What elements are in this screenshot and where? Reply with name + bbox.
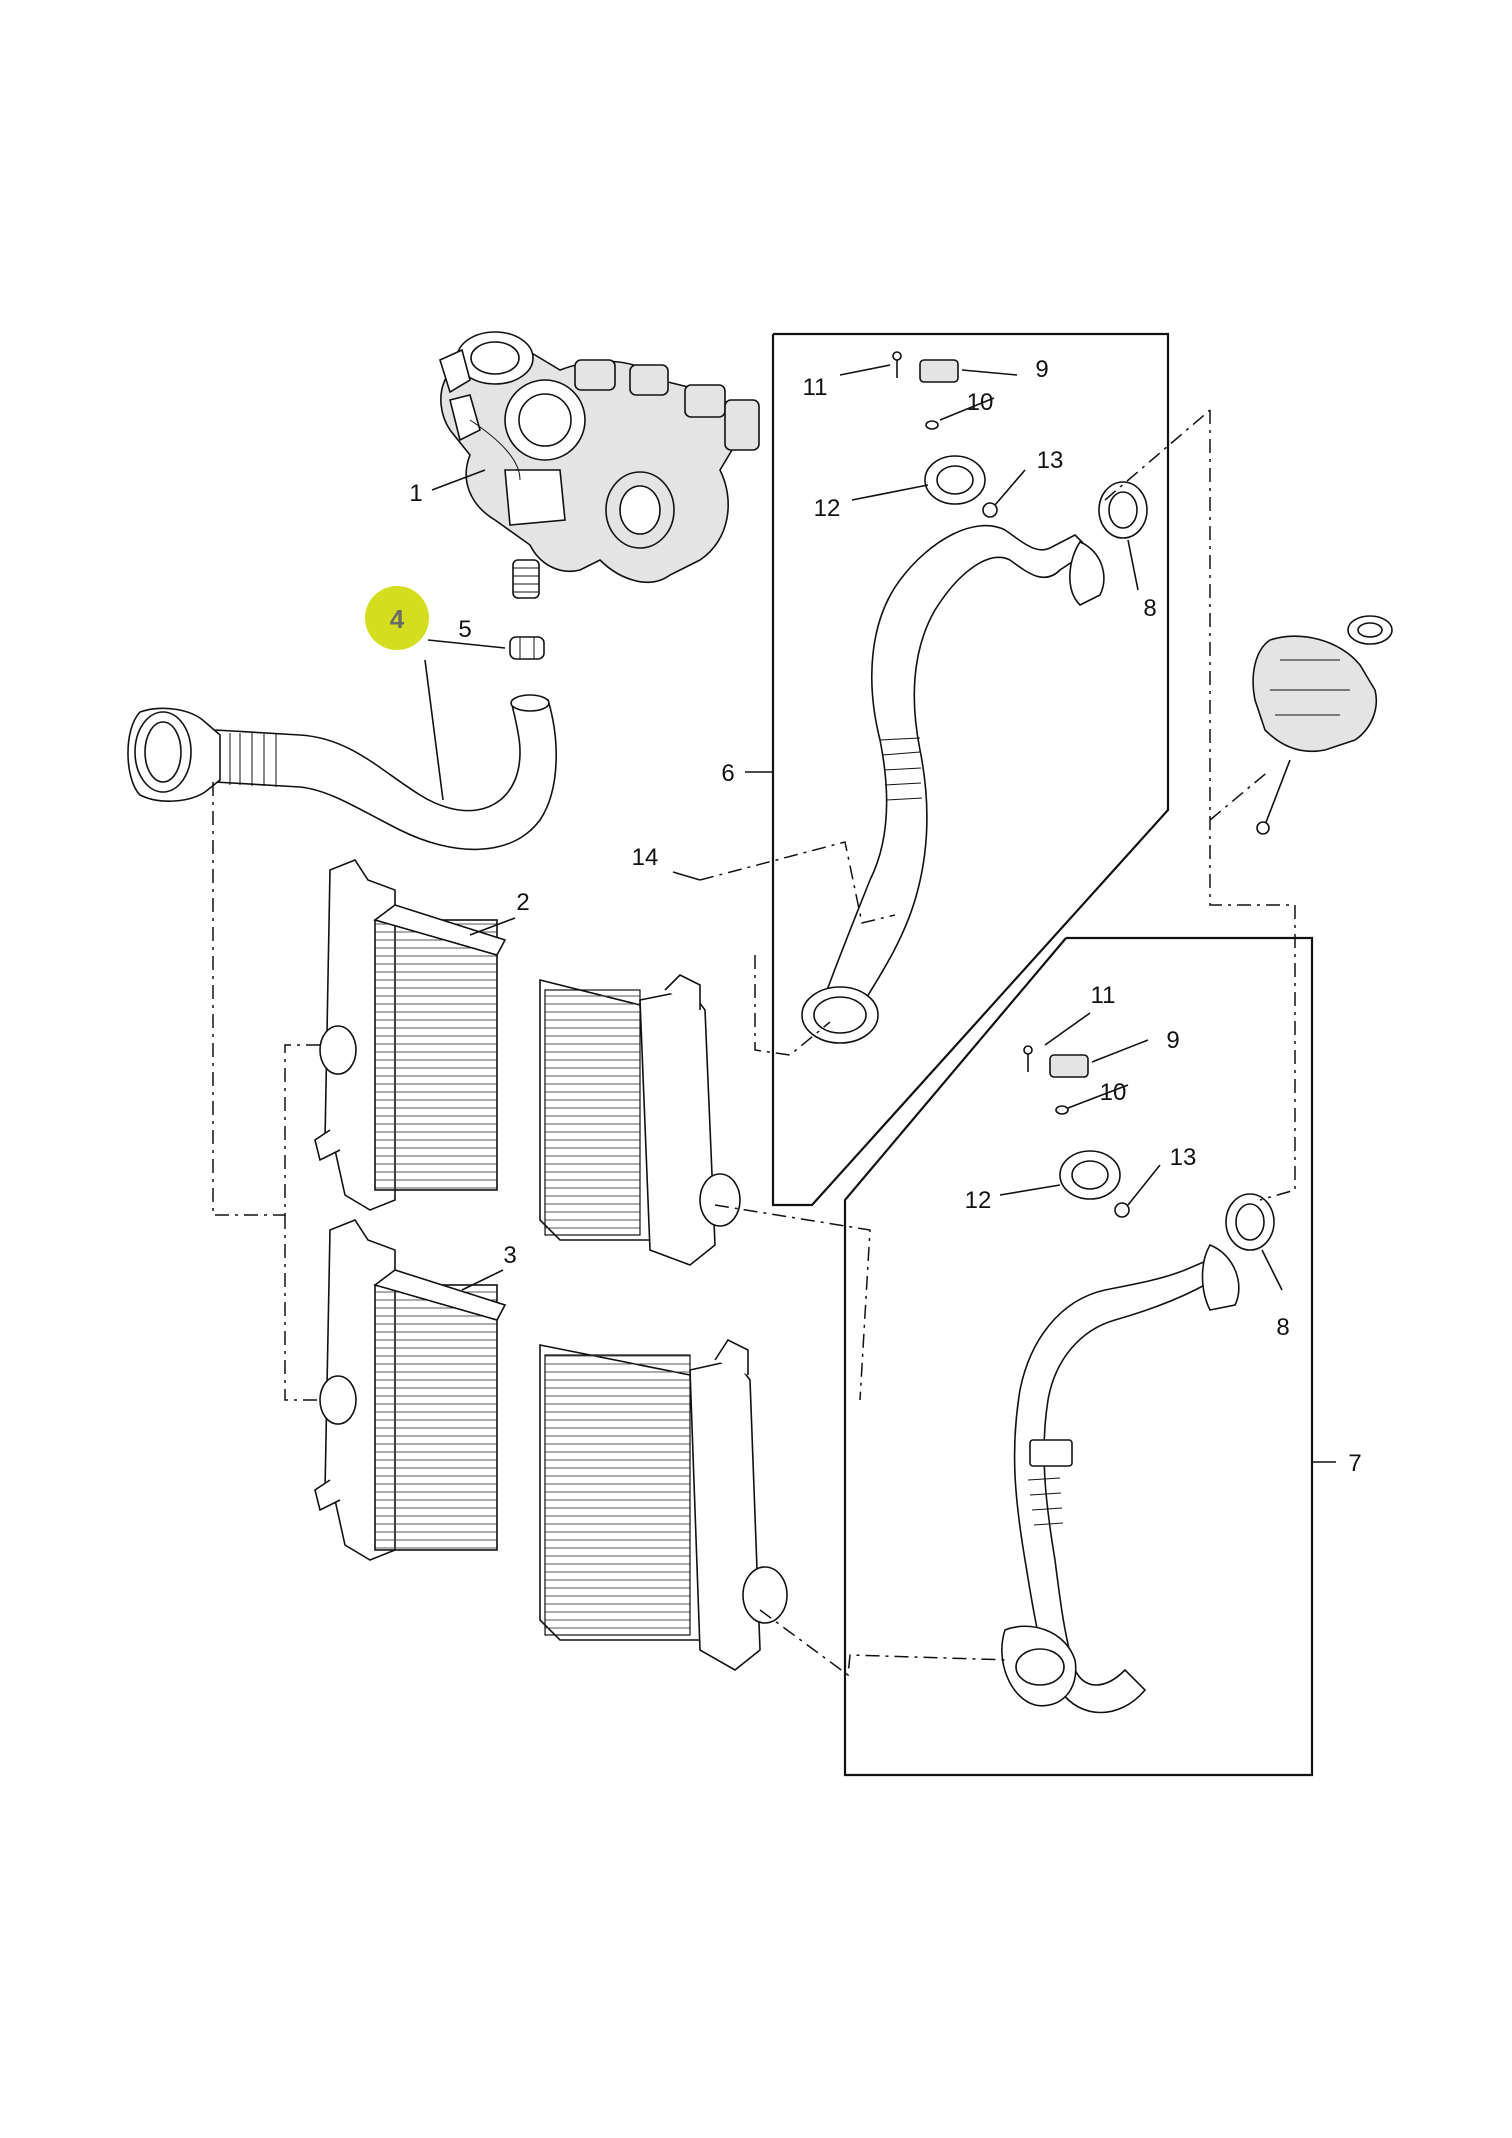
callout-9-lower: 9: [1166, 1027, 1179, 1054]
assembly-box-7: [759, 936, 1336, 1777]
highlighted-part-marker[interactable]: 4: [365, 586, 429, 650]
assembly-box-6: [699, 332, 1170, 1207]
callout-1: 1: [409, 480, 422, 507]
callout-8-lower: 8: [1276, 1314, 1289, 1341]
callout-14: 14: [632, 844, 659, 871]
callout-12-upper: 12: [814, 495, 841, 522]
pipe-fitting: [509, 636, 545, 660]
callout-numbers: 1 2 3 5 6 7 9 10 11 12 13 8 14 11 9 10 1…: [409, 356, 1361, 1477]
engine-reference: [1252, 615, 1393, 835]
callout-8-upper: 8: [1143, 595, 1156, 622]
callout-7: 7: [1348, 1450, 1361, 1477]
callout-12-lower: 12: [965, 1187, 992, 1214]
callout-10-upper: 10: [967, 389, 994, 416]
callout-5: 5: [458, 616, 471, 643]
highlighted-part-number[interactable]: 4: [390, 604, 405, 634]
callout-3: 3: [503, 1242, 516, 1269]
turbocharger: [439, 331, 760, 599]
intercooler-lower: [314, 1219, 788, 1671]
callout-11-lower: 11: [1091, 982, 1116, 1009]
callout-13-upper: 13: [1037, 447, 1064, 474]
callout-2: 2: [516, 889, 529, 916]
callout-13-lower: 13: [1170, 1144, 1197, 1171]
intercooler-upper: [314, 859, 741, 1266]
charge-air-hose: [127, 694, 557, 851]
callout-11-upper: 11: [803, 374, 828, 401]
callout-9-upper: 9: [1035, 356, 1048, 383]
connector-lines: [212, 409, 1296, 1401]
callout-10-lower: 10: [1100, 1079, 1127, 1106]
leader-lines: [424, 469, 701, 1291]
callout-6: 6: [721, 760, 734, 787]
